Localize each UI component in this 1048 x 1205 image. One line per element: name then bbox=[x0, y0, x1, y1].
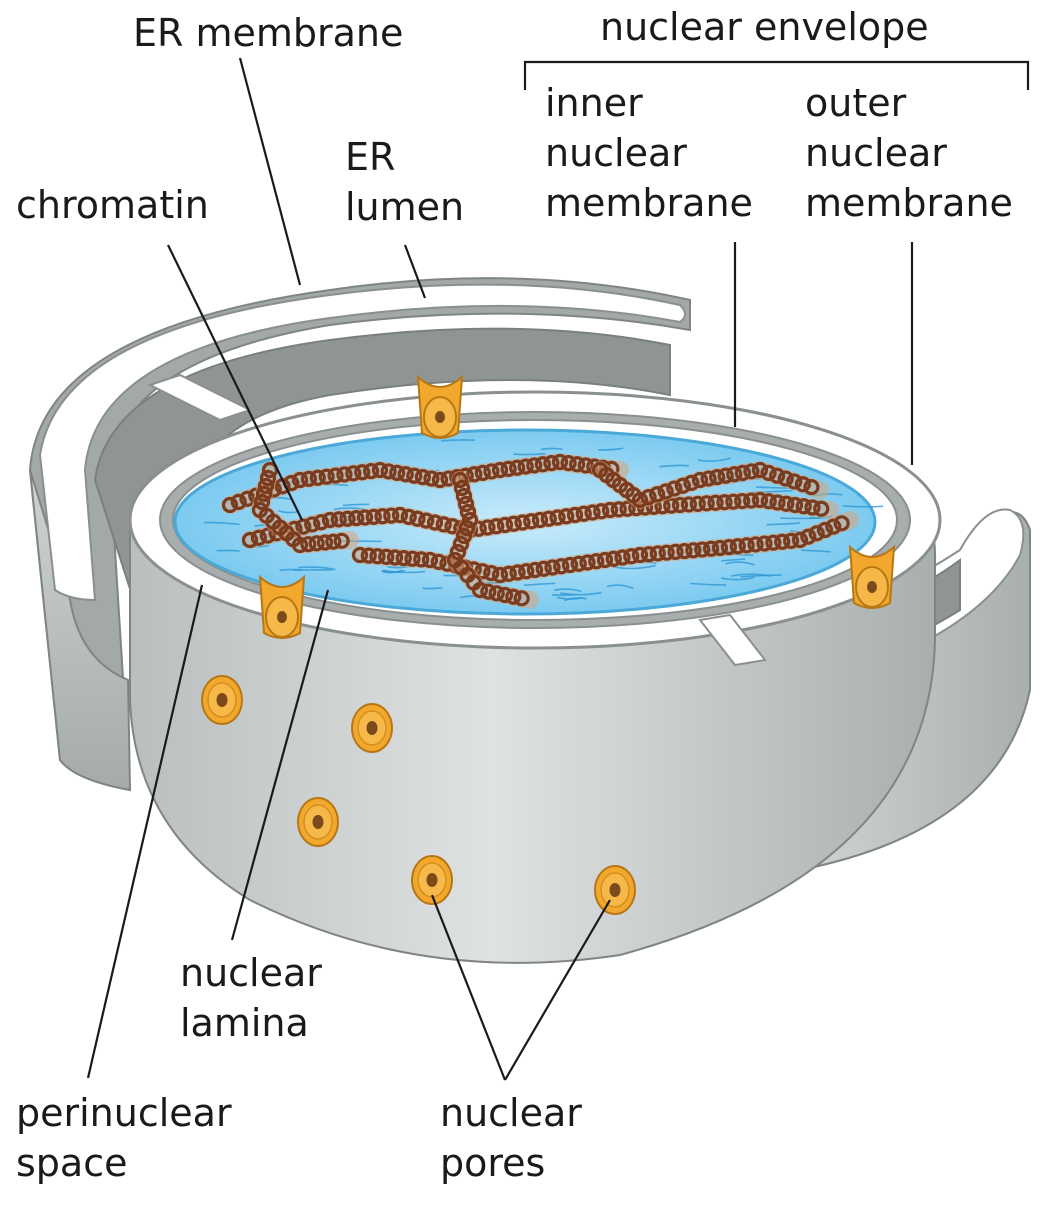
label-lamina-line2: lamina bbox=[180, 998, 322, 1048]
lamina-fiber bbox=[514, 454, 546, 455]
lamina-fiber bbox=[280, 570, 303, 571]
pore-channel bbox=[217, 693, 228, 707]
nuclear-pore-left bbox=[260, 577, 304, 638]
label-perinuclear-line2: space bbox=[16, 1138, 232, 1188]
label-nuclear-lamina: nuclear lamina bbox=[180, 948, 322, 1048]
label-outer-line1: outer bbox=[805, 78, 1013, 128]
label-outer-nuclear-membrane: outer nuclear membrane bbox=[805, 78, 1013, 228]
pore-channel bbox=[610, 883, 621, 897]
nuclear-pore-top bbox=[418, 377, 462, 438]
lamina-fiber bbox=[423, 588, 443, 589]
label-chromatin: chromatin bbox=[16, 180, 209, 230]
label-inner-line3: membrane bbox=[545, 178, 753, 228]
label-inner-nuclear-membrane: inner nuclear membrane bbox=[545, 78, 753, 228]
label-pores-line1: nuclear bbox=[440, 1088, 582, 1138]
nuclear-pore-right bbox=[850, 547, 894, 608]
nuclear-pore-wall-2 bbox=[352, 704, 392, 752]
label-inner-line2: nuclear bbox=[545, 128, 753, 178]
label-er-lumen-line1: ER bbox=[345, 132, 464, 182]
label-perinuclear-line1: perinuclear bbox=[16, 1088, 232, 1138]
label-inner-line1: inner bbox=[545, 78, 753, 128]
label-pores-line2: pores bbox=[440, 1138, 582, 1188]
pore-channel bbox=[313, 815, 324, 829]
pore-channel bbox=[435, 411, 445, 423]
label-lamina-line1: nuclear bbox=[180, 948, 322, 998]
label-outer-line3: membrane bbox=[805, 178, 1013, 228]
label-er-lumen-line2: lumen bbox=[345, 182, 464, 232]
lamina-fiber bbox=[441, 440, 475, 441]
pore-channel bbox=[427, 873, 438, 887]
label-outer-line2: nuclear bbox=[805, 128, 1013, 178]
nuclear-pore-wall-1 bbox=[202, 676, 242, 724]
pore-channel bbox=[277, 611, 287, 623]
label-er-membrane: ER membrane bbox=[133, 8, 403, 58]
pore-channel bbox=[367, 721, 378, 735]
nuclear-pore-wall-5 bbox=[595, 866, 635, 914]
label-nuclear-envelope: nuclear envelope bbox=[600, 2, 929, 52]
pore-channel bbox=[867, 581, 877, 593]
label-nuclear-pores: nuclear pores bbox=[440, 1088, 582, 1188]
label-perinuclear-space: perinuclear space bbox=[16, 1088, 232, 1188]
label-er-lumen: ER lumen bbox=[345, 132, 464, 232]
leader-er-membrane bbox=[240, 58, 300, 285]
nuclear-pore-wall-3 bbox=[298, 798, 338, 846]
